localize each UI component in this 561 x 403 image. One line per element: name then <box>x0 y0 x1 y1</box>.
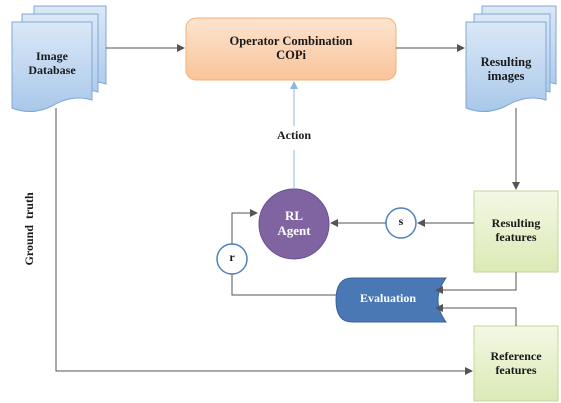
state-label: s <box>398 214 404 228</box>
resulting-features-line1: Resulting <box>491 216 541 230</box>
evaluation-shape <box>335 277 447 323</box>
operator-label: Operator Combination COPi <box>186 34 396 63</box>
reference-features-line2: features <box>495 362 537 377</box>
rl-agent-line2: Agent <box>277 222 311 238</box>
ground-truth-label: Ground truth <box>22 192 37 266</box>
resulting-images-line1: Resulting <box>480 55 532 69</box>
image-database-line1: Image <box>36 49 68 63</box>
action-label: Action <box>262 128 326 143</box>
resulting-images-label: Resulting images <box>468 55 544 84</box>
resulting-features-line2: features <box>495 229 537 244</box>
resulting-images-line2: images <box>487 69 525 84</box>
image-database-line2: Database <box>28 62 76 77</box>
operator-line2: COPi <box>276 48 306 63</box>
arrow-evaluation-to-r <box>231 274 336 296</box>
arrow-r-to-agent <box>231 209 258 244</box>
operator-line1: Operator Combination <box>229 34 353 48</box>
resulting-images-shape <box>465 5 557 112</box>
evaluation-label: Evaluation <box>359 291 416 305</box>
reference-features-line1: Reference <box>490 349 542 363</box>
resulting-features-label: Resulting features <box>474 216 558 245</box>
arrow-db-to-reference <box>55 108 473 375</box>
operator-box <box>185 17 397 81</box>
rl-agent-label: RL Agent <box>262 208 326 239</box>
image-database-label: Image Database <box>16 49 88 78</box>
resulting-features-box <box>473 190 559 273</box>
reward-label: r <box>229 250 235 264</box>
arrow-reference-to-evaluation <box>435 304 517 326</box>
image-database-shape <box>11 5 107 112</box>
rl-agent-line1: RL <box>284 208 304 223</box>
reference-features-box <box>473 325 559 402</box>
reference-features-label: Reference features <box>474 349 558 378</box>
arrow-features-to-evaluation <box>435 272 517 294</box>
